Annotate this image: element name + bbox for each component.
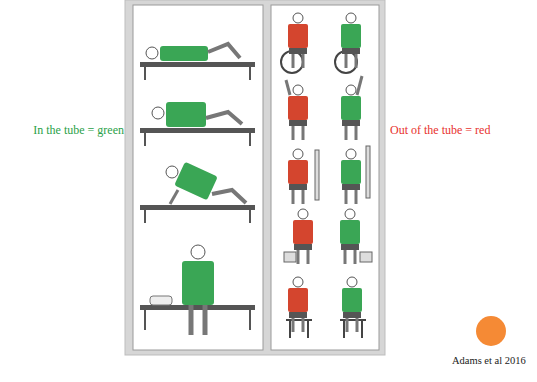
pillow xyxy=(150,296,172,305)
legs xyxy=(206,112,242,124)
supine-figure xyxy=(140,44,255,80)
chair xyxy=(340,320,366,338)
figure-frame xyxy=(125,0,385,355)
caption-label: Adams et al 2016 xyxy=(452,355,536,368)
person-green xyxy=(341,85,361,140)
lifting-pair xyxy=(284,209,372,264)
table-leg xyxy=(144,210,146,223)
rolling-figure xyxy=(140,162,255,223)
table-leg xyxy=(249,133,251,146)
arm xyxy=(286,80,290,95)
head xyxy=(166,166,178,178)
decorative-dot xyxy=(476,316,506,346)
table-leg xyxy=(249,67,251,80)
legs xyxy=(208,44,240,58)
arm xyxy=(170,190,178,204)
leg xyxy=(189,305,194,335)
caption-label: Out of the tube = red xyxy=(390,123,530,137)
person-red xyxy=(293,209,313,264)
table-leg xyxy=(144,67,146,80)
person-green xyxy=(340,209,360,264)
person-red xyxy=(288,149,308,204)
head xyxy=(191,245,205,259)
table-leg xyxy=(249,310,251,330)
right-panel xyxy=(271,5,379,350)
caption-label: In the tube = green xyxy=(6,123,124,137)
side-lying-figure xyxy=(140,102,255,146)
table xyxy=(140,305,255,310)
torso-tube xyxy=(182,261,214,305)
left-panel xyxy=(133,5,263,350)
torso-tube xyxy=(166,102,206,127)
mirror-push-pair xyxy=(288,146,370,204)
legs xyxy=(212,190,246,203)
table-leg xyxy=(144,133,146,146)
mirror xyxy=(315,150,319,200)
box xyxy=(284,252,296,262)
arm xyxy=(357,76,362,95)
table-leg xyxy=(144,310,146,330)
wheelchair-pair xyxy=(281,13,361,73)
head xyxy=(146,47,158,59)
box xyxy=(360,252,372,262)
table xyxy=(140,128,255,133)
torso-tube xyxy=(160,46,208,61)
person-red xyxy=(288,13,308,68)
chair xyxy=(286,320,312,338)
leg xyxy=(203,305,208,335)
person-green xyxy=(341,149,361,204)
person-green xyxy=(342,277,362,332)
chair-pair xyxy=(286,277,366,338)
table-leg xyxy=(249,210,251,223)
person-red xyxy=(288,85,308,140)
torso-tube xyxy=(174,162,218,201)
sitting-figure xyxy=(140,245,255,335)
arms-raised-pair xyxy=(286,76,362,140)
person-green xyxy=(341,13,361,68)
table xyxy=(140,205,255,210)
mirror xyxy=(366,146,370,198)
person-red xyxy=(288,277,308,332)
table xyxy=(140,62,255,67)
head xyxy=(152,107,164,119)
